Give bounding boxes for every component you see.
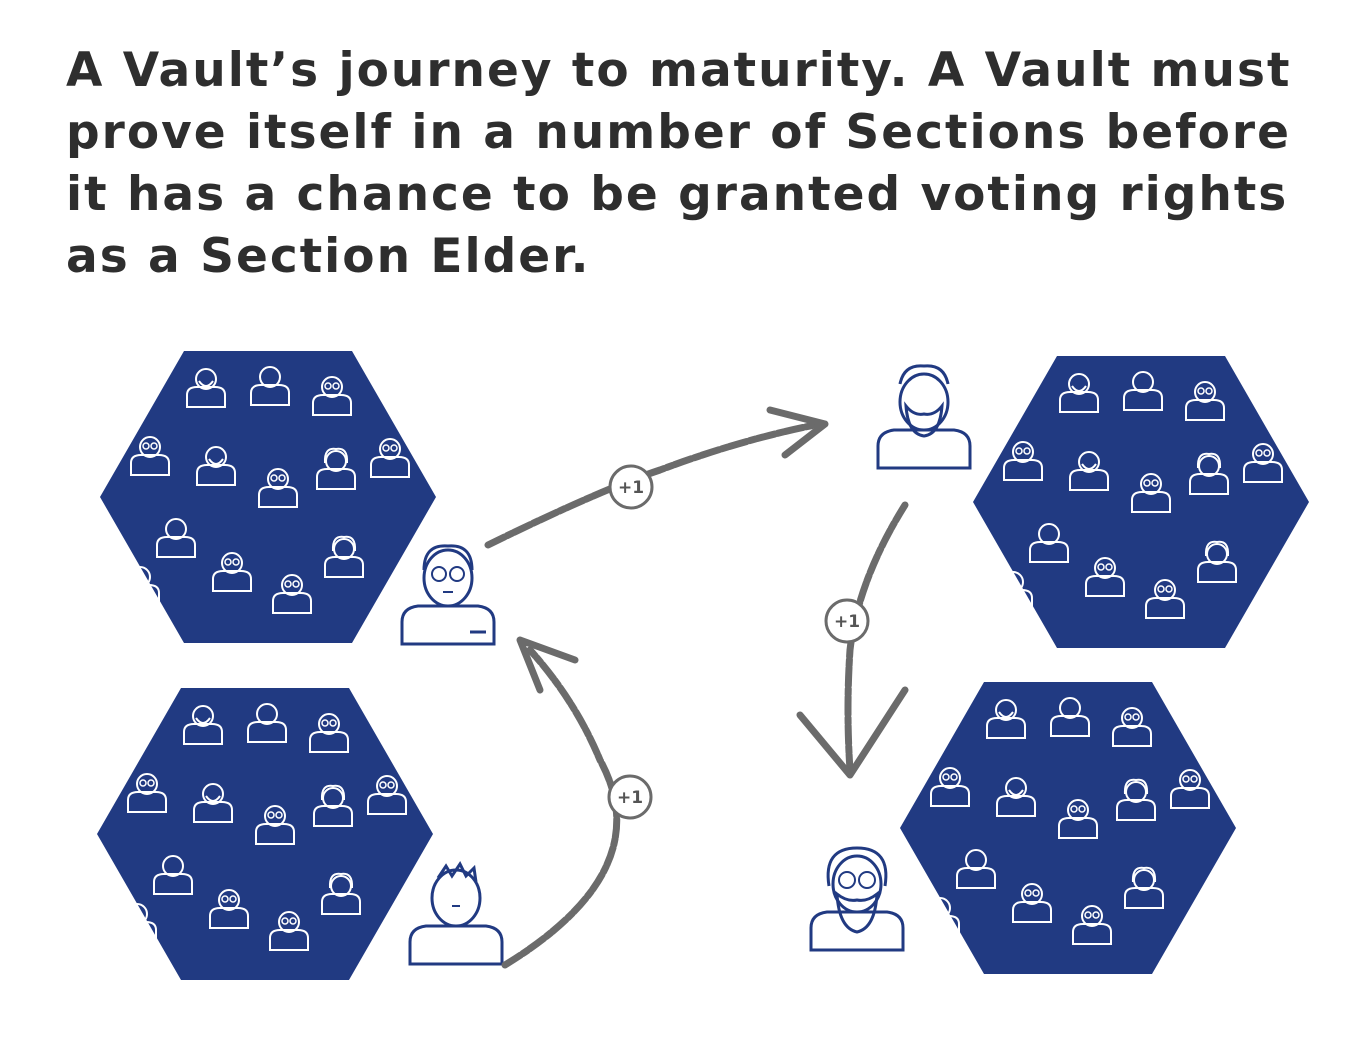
arrow-adult-to-mature: [484, 406, 829, 549]
section-top-left: [100, 351, 436, 643]
svg-text:+1: +1: [618, 478, 644, 498]
young-person-icon: [408, 861, 504, 966]
svg-text:+1: +1: [617, 788, 643, 808]
step-badge-1: +1: [608, 464, 654, 510]
arrow-mature-to-elder: [796, 501, 909, 779]
elder-person-icon: [809, 846, 905, 952]
step-badge-3: +1: [607, 774, 653, 820]
section-top-right: [973, 356, 1309, 648]
section-bottom-left: [97, 688, 433, 980]
bearded-person-icon: [876, 364, 972, 470]
arrow-young-to-adult: [501, 636, 621, 969]
step-badge-2: +1: [824, 598, 870, 644]
diagram-title: A Vault’s journey to maturity. A Vault m…: [66, 43, 1292, 284]
svg-text:+1: +1: [834, 612, 860, 632]
glasses-person-icon: [400, 544, 496, 646]
section-bottom-right: [900, 682, 1236, 974]
